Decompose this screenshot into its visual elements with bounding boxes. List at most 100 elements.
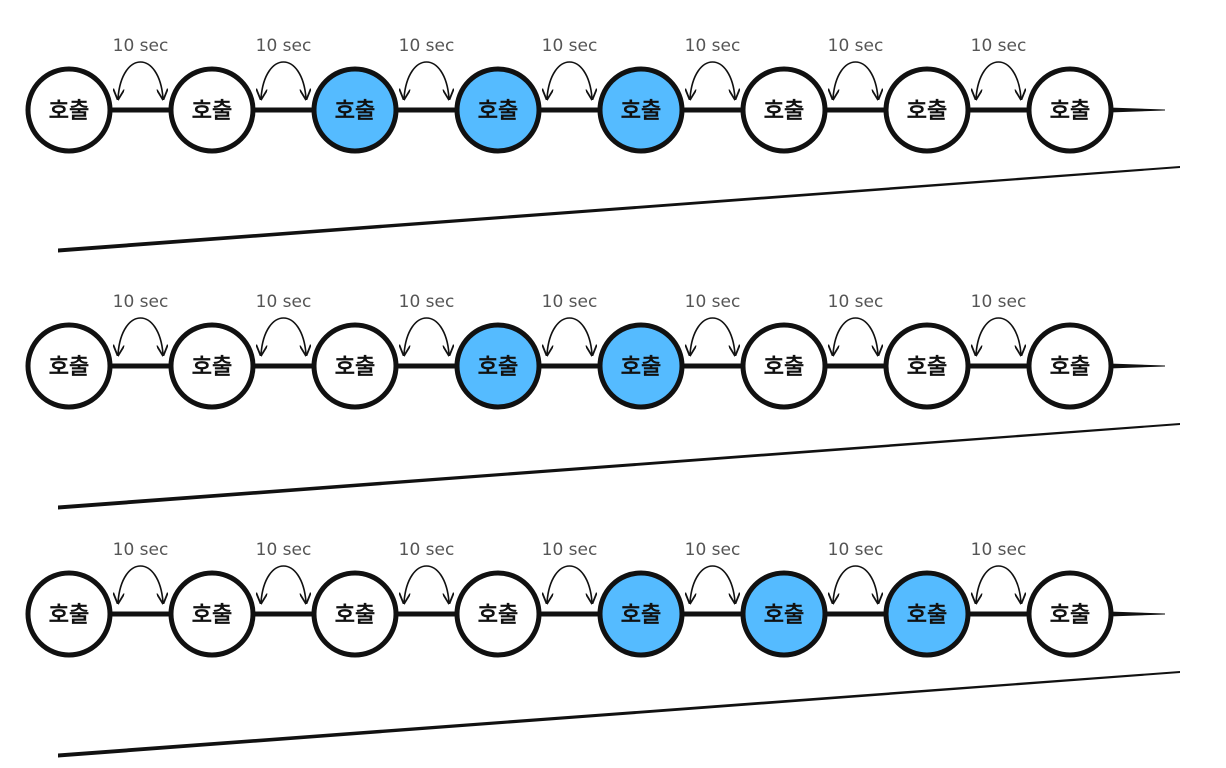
timeline-row-3: 10 sec 10 sec 10 sec 10 sec 10 sec 10 sec 10 s… <box>25 540 1180 758</box>
call-node-label: 호출 <box>1050 99 1090 124</box>
call-node-label: 호출 <box>192 99 232 124</box>
call-node-circle <box>168 322 256 410</box>
interval-label: 10 sec <box>971 540 1027 560</box>
interval-arrow <box>261 565 306 602</box>
call-node-label: 호출 <box>192 603 232 628</box>
call-node: 호출 <box>883 66 971 154</box>
call-node-circle <box>25 322 113 410</box>
interval-label: 10 sec <box>828 36 884 56</box>
time-axis-wedge <box>58 166 1180 253</box>
interval-label: 10 sec <box>399 540 455 560</box>
interval-arrow <box>547 565 592 602</box>
interval-arrow <box>833 565 878 602</box>
call-node: 호출 <box>168 570 256 658</box>
interval-label: 10 sec <box>685 540 741 560</box>
interval-label: 10 sec <box>113 540 169 560</box>
call-node-label: 호출 <box>907 355 947 380</box>
call-node-circle <box>1026 322 1114 410</box>
interval-arrow <box>547 61 592 98</box>
timeline-tail <box>1109 611 1165 617</box>
call-node-label: 호출 <box>1050 603 1090 628</box>
call-node: 호출 <box>454 570 542 658</box>
call-node-label: 호출 <box>49 603 89 628</box>
call-node-circle-active <box>740 570 828 658</box>
call-node: 호출 <box>311 66 399 154</box>
call-node-label: 호출 <box>478 603 518 628</box>
call-node-circle <box>25 66 113 154</box>
interval-arrow <box>261 61 306 98</box>
call-node: 호출 <box>1026 322 1114 410</box>
interval-arrow <box>547 317 592 354</box>
interval-label: 10 sec <box>828 540 884 560</box>
interval-label: 10 sec <box>113 292 169 312</box>
interval-arrow <box>118 565 163 602</box>
call-node-circle <box>883 322 971 410</box>
interval-arrow <box>833 61 878 98</box>
interval-label: 10 sec <box>685 36 741 56</box>
call-node: 호출 <box>1026 570 1114 658</box>
call-node-label: 호출 <box>764 99 804 124</box>
call-node-circle-active <box>311 66 399 154</box>
call-node-label: 호출 <box>621 355 661 380</box>
call-node-label: 호출 <box>907 603 947 628</box>
interval-arrow <box>976 317 1021 354</box>
call-node-circle-active <box>597 322 685 410</box>
interval-arrow <box>976 565 1021 602</box>
time-axis-wedge <box>58 423 1180 510</box>
call-node-circle <box>1026 570 1114 658</box>
call-node-label: 호출 <box>907 99 947 124</box>
call-node: 호출 <box>168 322 256 410</box>
call-node-circle <box>740 322 828 410</box>
call-node-circle <box>168 570 256 658</box>
call-node: 호출 <box>25 66 113 154</box>
call-node-label: 호출 <box>335 355 375 380</box>
interval-arrow <box>690 317 735 354</box>
interval-label: 10 sec <box>828 292 884 312</box>
call-node-label: 호출 <box>764 355 804 380</box>
call-node-circle <box>1026 66 1114 154</box>
call-node: 호출 <box>168 66 256 154</box>
call-node: 호출 <box>25 570 113 658</box>
call-node: 호출 <box>454 66 542 154</box>
call-node-circle-active <box>454 66 542 154</box>
interval-label: 10 sec <box>256 292 312 312</box>
call-node: 호출 <box>1026 66 1114 154</box>
call-node-circle-active <box>597 570 685 658</box>
interval-label: 10 sec <box>542 292 598 312</box>
timeline-tail <box>1109 363 1165 369</box>
interval-label: 10 sec <box>256 36 312 56</box>
interval-label: 10 sec <box>542 540 598 560</box>
call-node-label: 호출 <box>478 355 518 380</box>
call-node-label: 호출 <box>49 99 89 124</box>
call-node-label: 호출 <box>49 355 89 380</box>
call-node: 호출 <box>740 66 828 154</box>
interval-arrow <box>690 61 735 98</box>
interval-arrow <box>118 61 163 98</box>
call-node-circle <box>740 66 828 154</box>
call-node-label: 호출 <box>621 603 661 628</box>
call-node: 호출 <box>311 570 399 658</box>
call-node: 호출 <box>597 322 685 410</box>
interval-arrow <box>690 565 735 602</box>
interval-label: 10 sec <box>256 540 312 560</box>
call-node-circle-active <box>883 570 971 658</box>
time-axis-wedge <box>58 671 1180 758</box>
call-node: 호출 <box>454 322 542 410</box>
call-node-label: 호출 <box>764 603 804 628</box>
interval-arrow <box>404 565 449 602</box>
call-node: 호출 <box>740 322 828 410</box>
call-node-label: 호출 <box>192 355 232 380</box>
interval-arrow <box>833 317 878 354</box>
call-node: 호출 <box>597 66 685 154</box>
interval-label: 10 sec <box>542 36 598 56</box>
call-node-circle <box>454 570 542 658</box>
call-node: 호출 <box>597 570 685 658</box>
call-node: 호출 <box>883 322 971 410</box>
call-node: 호출 <box>311 322 399 410</box>
call-node-label: 호출 <box>621 99 661 124</box>
interval-label: 10 sec <box>399 36 455 56</box>
interval-arrow <box>404 317 449 354</box>
